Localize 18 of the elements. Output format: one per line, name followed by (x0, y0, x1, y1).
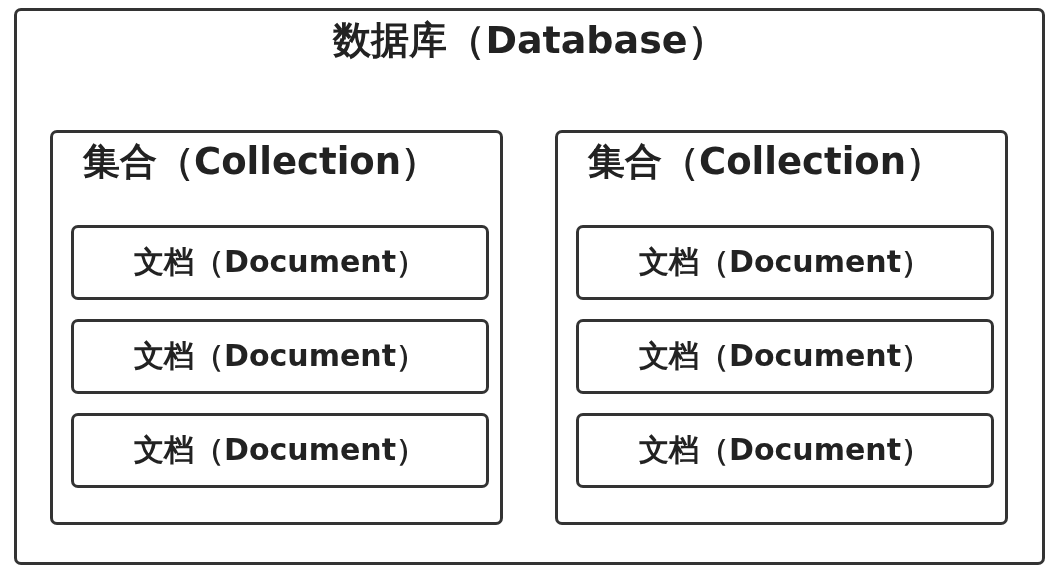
document-label: 文档（Document） (133, 337, 427, 375)
document-box (576, 319, 994, 394)
document-box (71, 319, 489, 394)
box-title: 集合（Collection） (83, 139, 440, 185)
database-box (14, 8, 1045, 565)
document-box (71, 413, 489, 488)
document-label: 文档（Document） (638, 337, 932, 375)
collection-box (50, 130, 503, 525)
document-box (576, 413, 994, 488)
box-title: 集合（Collection） (588, 139, 945, 185)
box-title: 数据库（Database） (331, 17, 727, 64)
document-box (71, 225, 489, 300)
document-label: 文档（Document） (133, 431, 427, 469)
document-label: 文档（Document） (638, 243, 932, 281)
document-box (576, 225, 994, 300)
document-label: 文档（Document） (133, 243, 427, 281)
document-label: 文档（Document） (638, 431, 932, 469)
collection-box (555, 130, 1008, 525)
